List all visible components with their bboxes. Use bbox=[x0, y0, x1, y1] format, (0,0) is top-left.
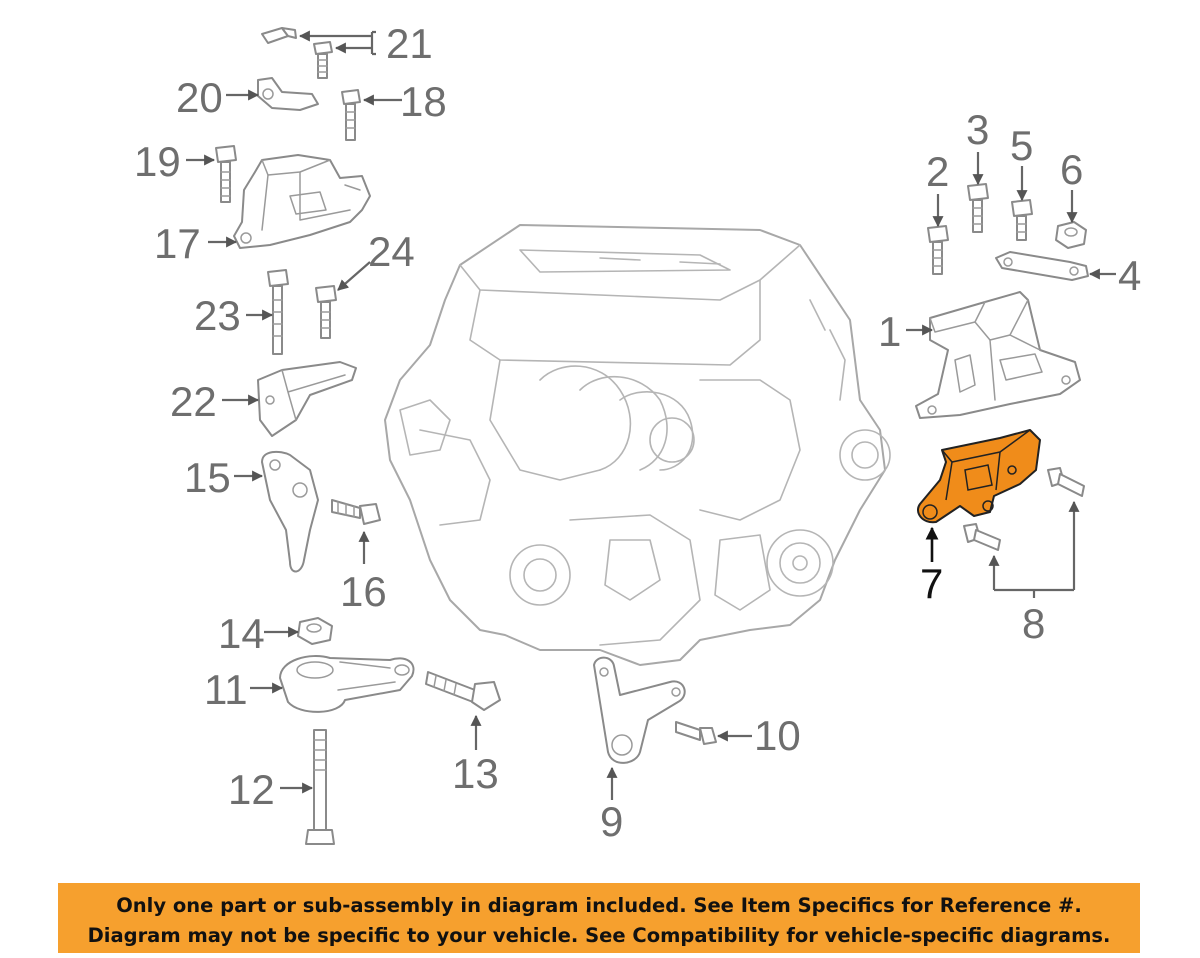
callout-4: 4 bbox=[1118, 252, 1141, 299]
engine-mount-diagram: 21 20 18 19 17 24 23 22 15 16 14 11 12 1… bbox=[134, 20, 1141, 845]
part-15-bracket bbox=[261, 450, 319, 573]
leader-lines bbox=[186, 30, 1116, 800]
callout-23: 23 bbox=[194, 292, 241, 339]
disclaimer-line-1: Only one part or sub-assembly in diagram… bbox=[116, 894, 1082, 917]
part-16-bolt bbox=[331, 499, 381, 525]
callout-5: 5 bbox=[1010, 122, 1033, 169]
disclaimer-line-2: Diagram may not be specific to your vehi… bbox=[87, 924, 1111, 947]
callout-2: 2 bbox=[926, 148, 949, 195]
callout-7: 7 bbox=[920, 560, 943, 607]
part-13-bolt bbox=[425, 671, 501, 711]
part-14-nut bbox=[297, 617, 333, 645]
part-9-bracket bbox=[593, 656, 686, 764]
engine-assembly bbox=[384, 224, 891, 666]
part-23-bolt bbox=[267, 269, 289, 355]
part-21-bolts bbox=[261, 27, 333, 79]
callout-labels: 21 20 18 19 17 24 23 22 15 16 14 11 12 1… bbox=[134, 20, 1141, 845]
callout-22: 22 bbox=[170, 378, 217, 425]
callout-20: 20 bbox=[176, 74, 223, 121]
part-2-bolt bbox=[927, 225, 949, 275]
part-19-bolt bbox=[215, 145, 237, 203]
part-17-mount bbox=[233, 154, 371, 249]
part-18-bolt bbox=[341, 89, 361, 141]
callout-17: 17 bbox=[154, 220, 201, 267]
callout-1: 1 bbox=[878, 308, 901, 355]
part-10-bolt bbox=[675, 721, 717, 745]
callout-11: 11 bbox=[204, 666, 248, 713]
part-20-bracket bbox=[257, 77, 319, 111]
callout-3: 3 bbox=[966, 106, 989, 153]
callout-10: 10 bbox=[754, 712, 801, 759]
part-22-bracket bbox=[257, 361, 357, 437]
part-4-plate bbox=[995, 251, 1089, 281]
part-11-mount bbox=[279, 655, 415, 713]
callout-6: 6 bbox=[1060, 146, 1083, 193]
part-5-bolt bbox=[1011, 199, 1033, 241]
callout-15: 15 bbox=[184, 454, 231, 501]
callout-19: 19 bbox=[134, 138, 181, 185]
callout-24: 24 bbox=[368, 228, 415, 275]
part-6-nut bbox=[1055, 221, 1087, 249]
callout-8: 8 bbox=[1022, 600, 1045, 647]
part-24-bolt bbox=[315, 285, 337, 339]
callout-18: 18 bbox=[400, 78, 447, 125]
callout-12: 12 bbox=[228, 766, 275, 813]
callout-16: 16 bbox=[340, 568, 387, 615]
callout-21: 21 bbox=[386, 20, 433, 67]
callout-14: 14 bbox=[218, 610, 265, 657]
part-7-bracket-highlighted[interactable] bbox=[917, 429, 1041, 524]
part-8-bolts bbox=[963, 467, 1085, 551]
disclaimer-banner: Only one part or sub-assembly in diagram… bbox=[58, 883, 1140, 953]
part-1-mount bbox=[915, 291, 1081, 419]
callout-9: 9 bbox=[600, 798, 623, 845]
part-3-bolt bbox=[967, 183, 989, 233]
callout-13: 13 bbox=[452, 750, 499, 797]
part-12-bolt bbox=[305, 729, 335, 845]
